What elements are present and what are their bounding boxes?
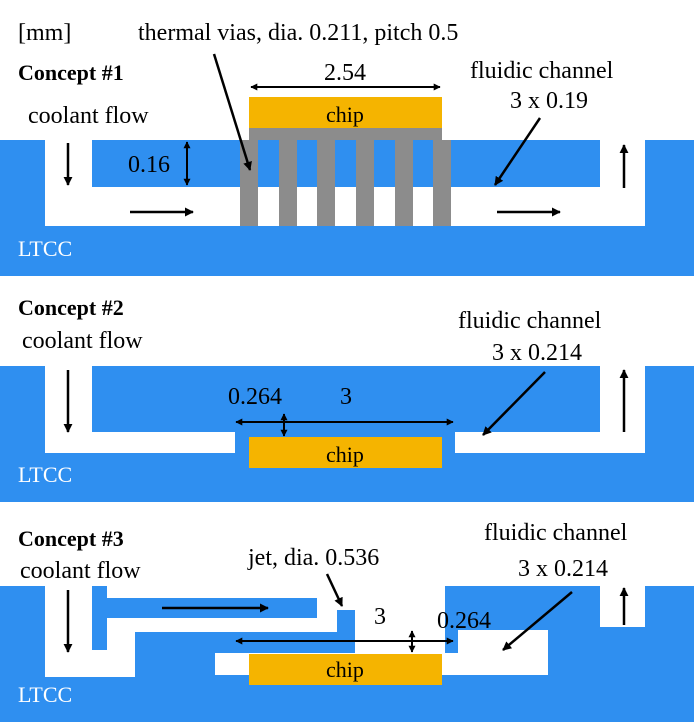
concept-1-ltcc-substrate [0,140,694,276]
concept-2-channel-label-line2: 3 x 0.214 [492,340,582,366]
concept-2-channel-pointer [482,371,546,436]
concept-3-chip-label: chip [326,657,364,682]
concept-1-channel-label-line2: 3 x 0.19 [510,88,588,114]
concept-2-title: Concept #2 [18,295,124,320]
concept-2-height-label: 0.264 [228,384,282,410]
concept-3-coolant-label: coolant flow [20,558,141,584]
concept-1-coolant-label: coolant flow [28,103,149,129]
concept-3-width-label: 3 [374,604,386,630]
concept-1: Concept #1 thermal vias, dia. 0.211, pit… [0,20,694,276]
concept-2-substrate-label: LTCC [18,462,72,487]
concept-3-chip [249,654,442,685]
concept-2-coolant-label: coolant flow [22,328,143,354]
concept-3-channel-pointer [502,591,573,651]
concept-1-height-label: 0.16 [128,152,170,178]
concept-1-top-annotation: thermal vias, dia. 0.211, pitch 0.5 [138,20,458,46]
concept-2: Concept #2 coolant flow fluidic channel … [0,295,694,502]
concept-1-channel-label-line1: fluidic channel [470,58,614,84]
concept-3-ltcc-substrate [0,586,694,722]
concept-2-ltcc-substrate [0,366,694,502]
concept-3-channel-label-line1: fluidic channel [484,520,628,546]
concept-1-substrate-label: LTCC [18,236,72,261]
concept-1-chip-label: chip [326,102,364,127]
concept-2-chip-label: chip [326,442,364,467]
concept-3-title: Concept #3 [18,526,124,551]
concept-3-substrate-label: LTCC [18,682,72,707]
concept-3-jet-pointer [325,573,344,607]
concept-1-title: Concept #1 [18,60,124,85]
unit-label: [mm] [18,20,71,46]
concept-3-height-label: 0.264 [437,608,491,634]
concept-3: Concept #3 coolant flow jet, dia. 0.536 … [0,520,694,722]
concept-2-channel-label-line1: fluidic channel [458,308,602,334]
concept-2-width-label: 3 [340,384,352,410]
concept-1-channel-pointer [493,117,542,186]
concept-3-channel-label-line2: 3 x 0.214 [518,556,608,582]
concept-1-chip-width-label: 2.54 [324,60,366,86]
concept-3-jet-label: jet, dia. 0.536 [247,545,379,571]
concept-2-chip [249,437,442,468]
concept-1-chip [249,97,442,128]
concept-3-ltcc-inner-block [92,586,107,650]
concept-1-vias-pointer [212,53,252,171]
